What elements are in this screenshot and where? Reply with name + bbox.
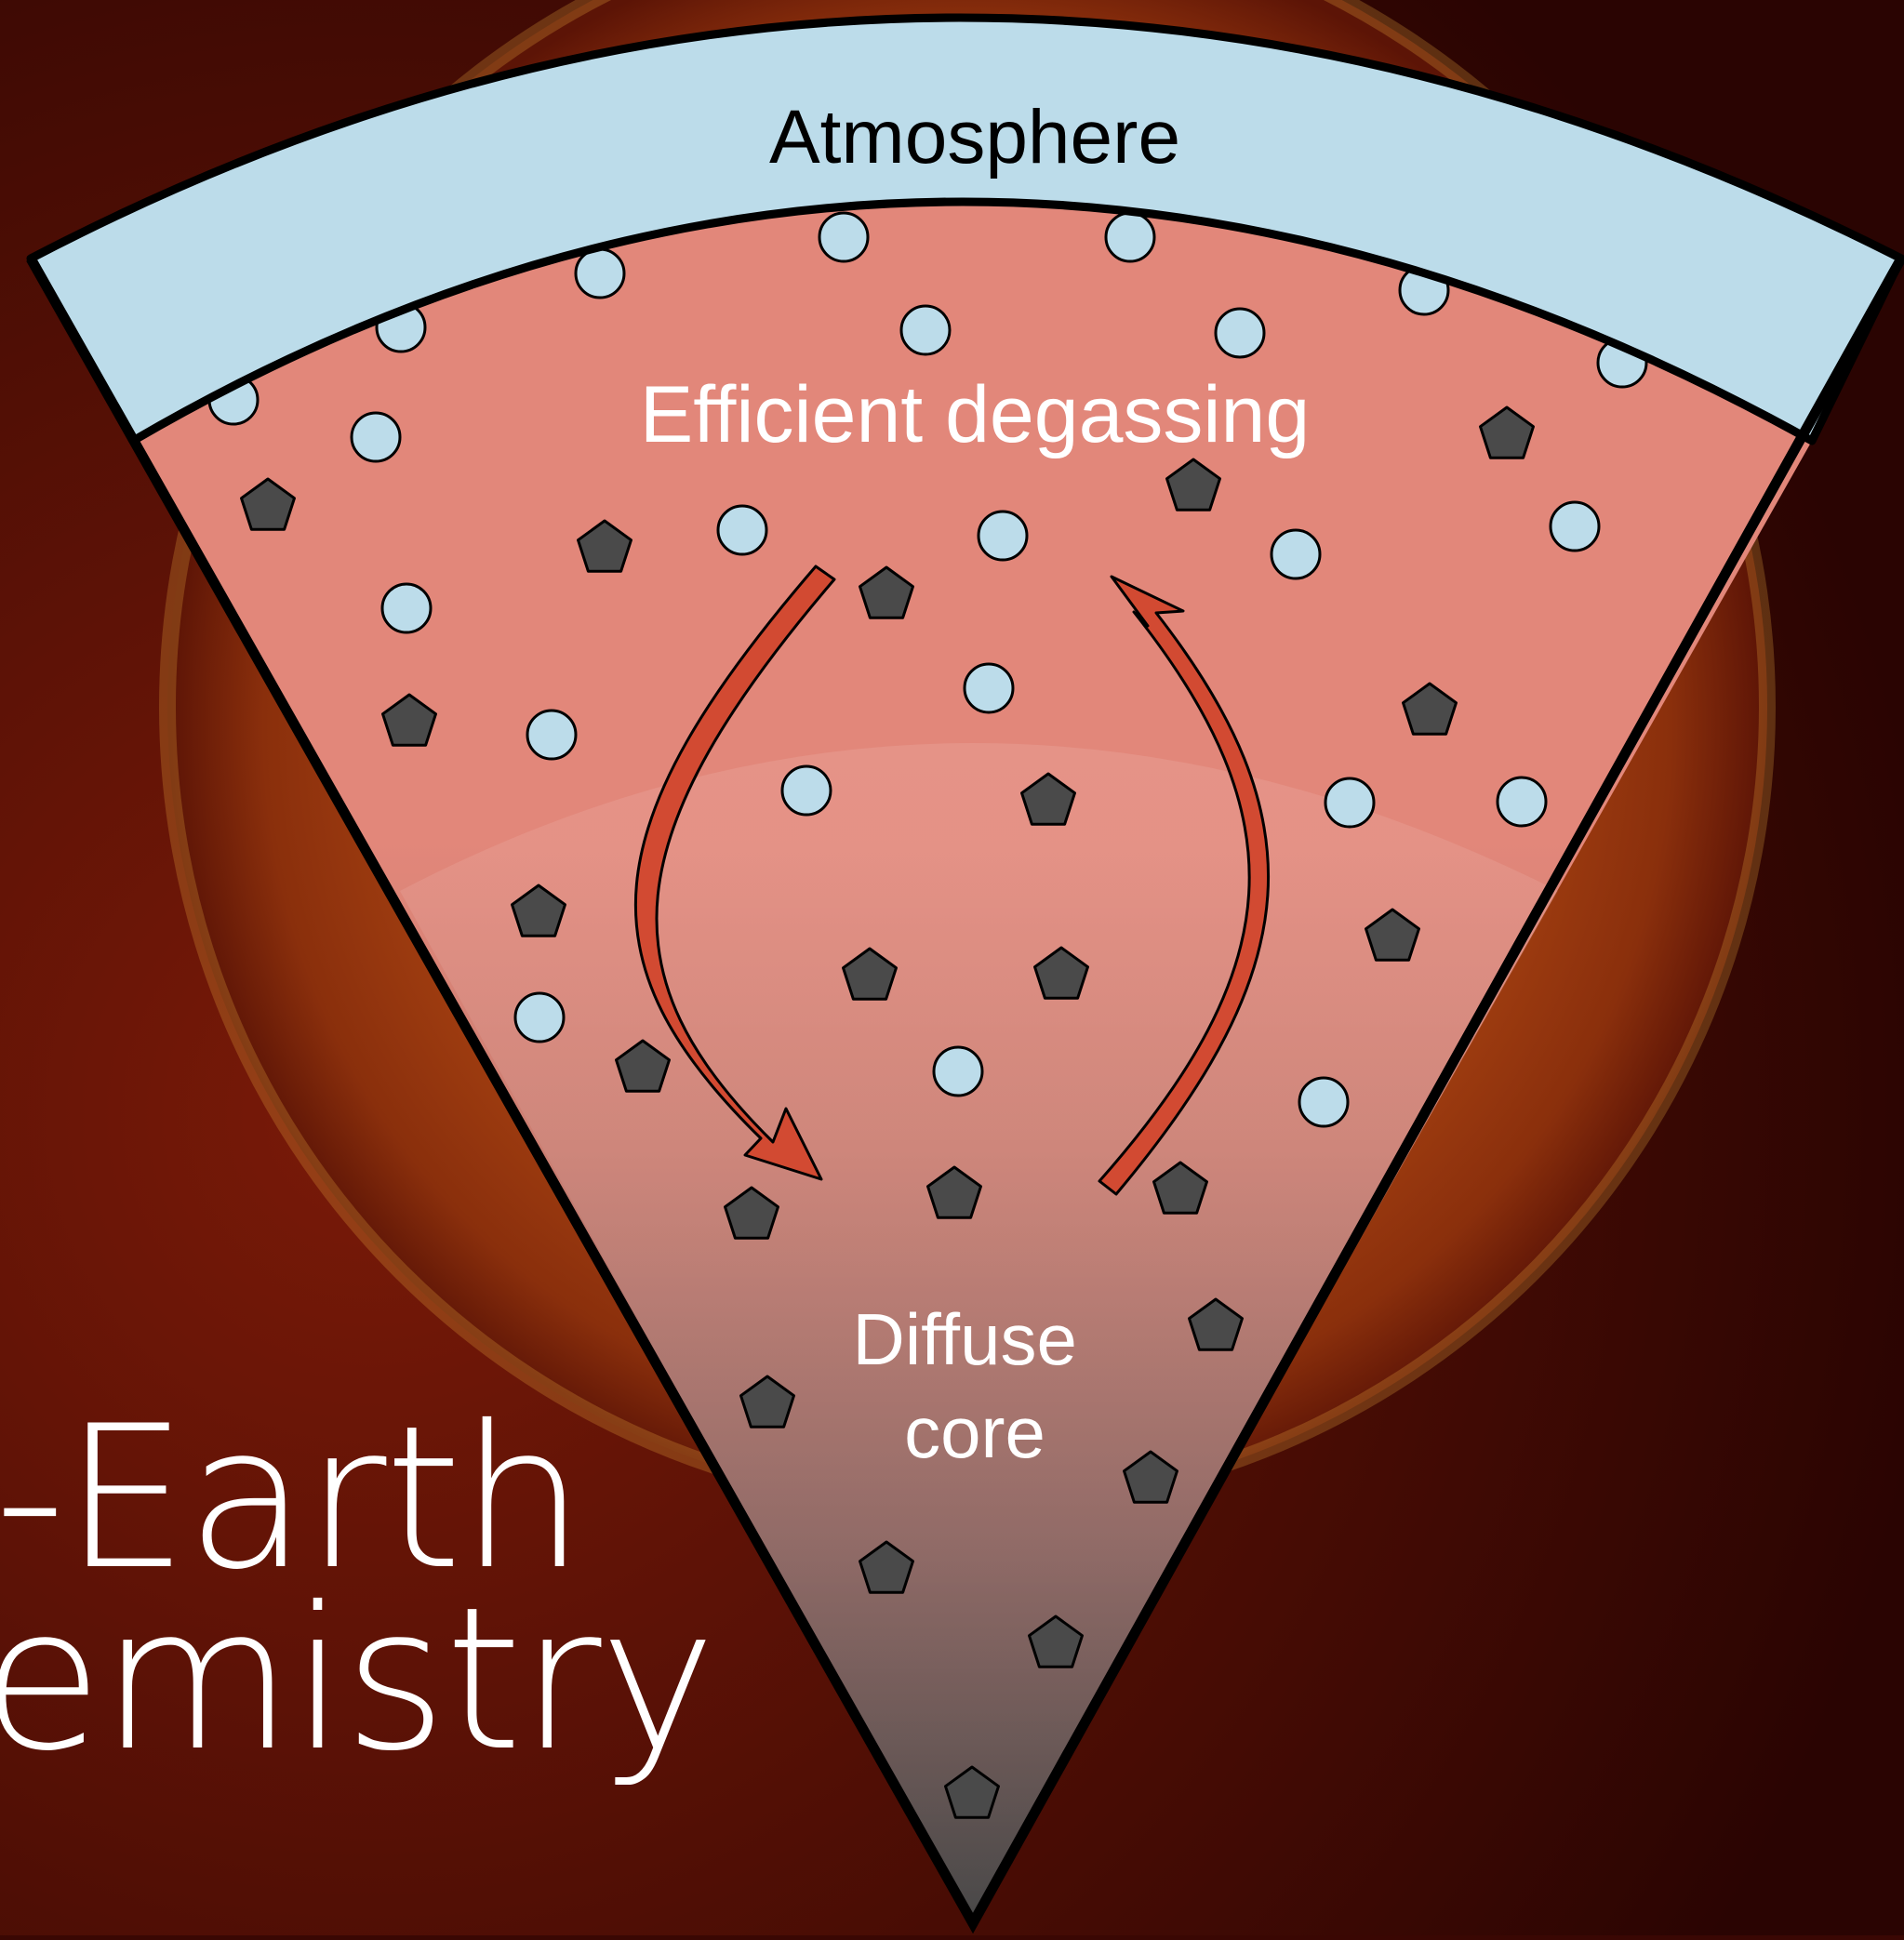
crystal-pentagon-icon: [1033, 946, 1089, 1000]
gas-bubble-icon: [1104, 211, 1156, 263]
gas-bubble-icon: [526, 709, 578, 761]
gas-bubble-icon: [1270, 528, 1322, 580]
gas-bubble-icon: [780, 764, 832, 817]
gas-bubble-icon: [716, 504, 768, 556]
crystal-pentagon-icon: [240, 477, 296, 531]
crystal-pentagon-icon: [1365, 908, 1420, 962]
crystal-pentagon-icon: [1123, 1450, 1178, 1504]
gas-bubble-icon: [1324, 777, 1376, 829]
particles-group: [207, 211, 1648, 1819]
crystal-pentagon-icon: [1479, 405, 1535, 459]
gas-bubble-icon: [1496, 776, 1548, 828]
crystal-pentagon-icon: [1188, 1297, 1244, 1351]
crystal-pentagon-icon: [615, 1039, 671, 1093]
crystal-pentagon-icon: [1165, 458, 1221, 512]
gas-bubble-icon: [513, 991, 566, 1043]
gas-bubble-icon: [1549, 500, 1601, 552]
convection-arrow-down: [633, 565, 836, 1181]
crystal-pentagon-icon: [1028, 1614, 1084, 1668]
gas-bubble-icon: [899, 304, 952, 356]
crystal-pentagon-icon: [511, 884, 566, 937]
gas-bubble-icon: [380, 582, 433, 634]
gas-bubble-icon: [1214, 307, 1266, 359]
crystal-pentagon-icon: [577, 519, 632, 573]
gas-bubble-icon: [963, 662, 1015, 714]
crystal-pentagon-icon: [944, 1765, 1000, 1819]
crystal-pentagon-icon: [859, 1540, 914, 1594]
crystal-pentagon-icon: [1020, 772, 1076, 826]
wedge-outline: [26, 256, 1904, 1934]
gas-bubble-icon: [574, 247, 626, 299]
crystal-pentagon-icon: [926, 1165, 982, 1219]
crystal-pentagon-icon: [381, 693, 437, 747]
atmosphere-layer: [26, 13, 1904, 445]
crystal-pentagon-icon: [1402, 682, 1458, 736]
diffuse-core-label-line1: Diffuse: [852, 1298, 1076, 1380]
convection-arrow-up: [1098, 575, 1271, 1196]
crystal-pentagon-icon: [739, 1375, 795, 1428]
diffuse-core-label: Diffuse core: [852, 1298, 1097, 1473]
crystal-pentagon-icon: [1152, 1161, 1208, 1215]
diffuse-core-label-line2: core: [904, 1391, 1045, 1473]
gas-bubble-icon: [977, 510, 1029, 562]
efficient-degassing-label: Efficient degassing: [640, 370, 1310, 459]
crystal-pentagon-icon: [859, 565, 914, 619]
gas-bubble-icon: [1298, 1076, 1350, 1128]
gas-bubble-icon: [932, 1045, 984, 1097]
gas-bubble-icon: [350, 411, 402, 463]
background-title-line1: -Earth: [0, 1383, 585, 1613]
background-title-line2: emistry: [0, 1564, 716, 1794]
crystal-pentagon-icon: [724, 1186, 779, 1240]
crystal-pentagon-icon: [842, 947, 898, 1001]
gas-bubble-icon: [818, 211, 870, 263]
atmosphere-label: Atmosphere: [769, 95, 1180, 179]
